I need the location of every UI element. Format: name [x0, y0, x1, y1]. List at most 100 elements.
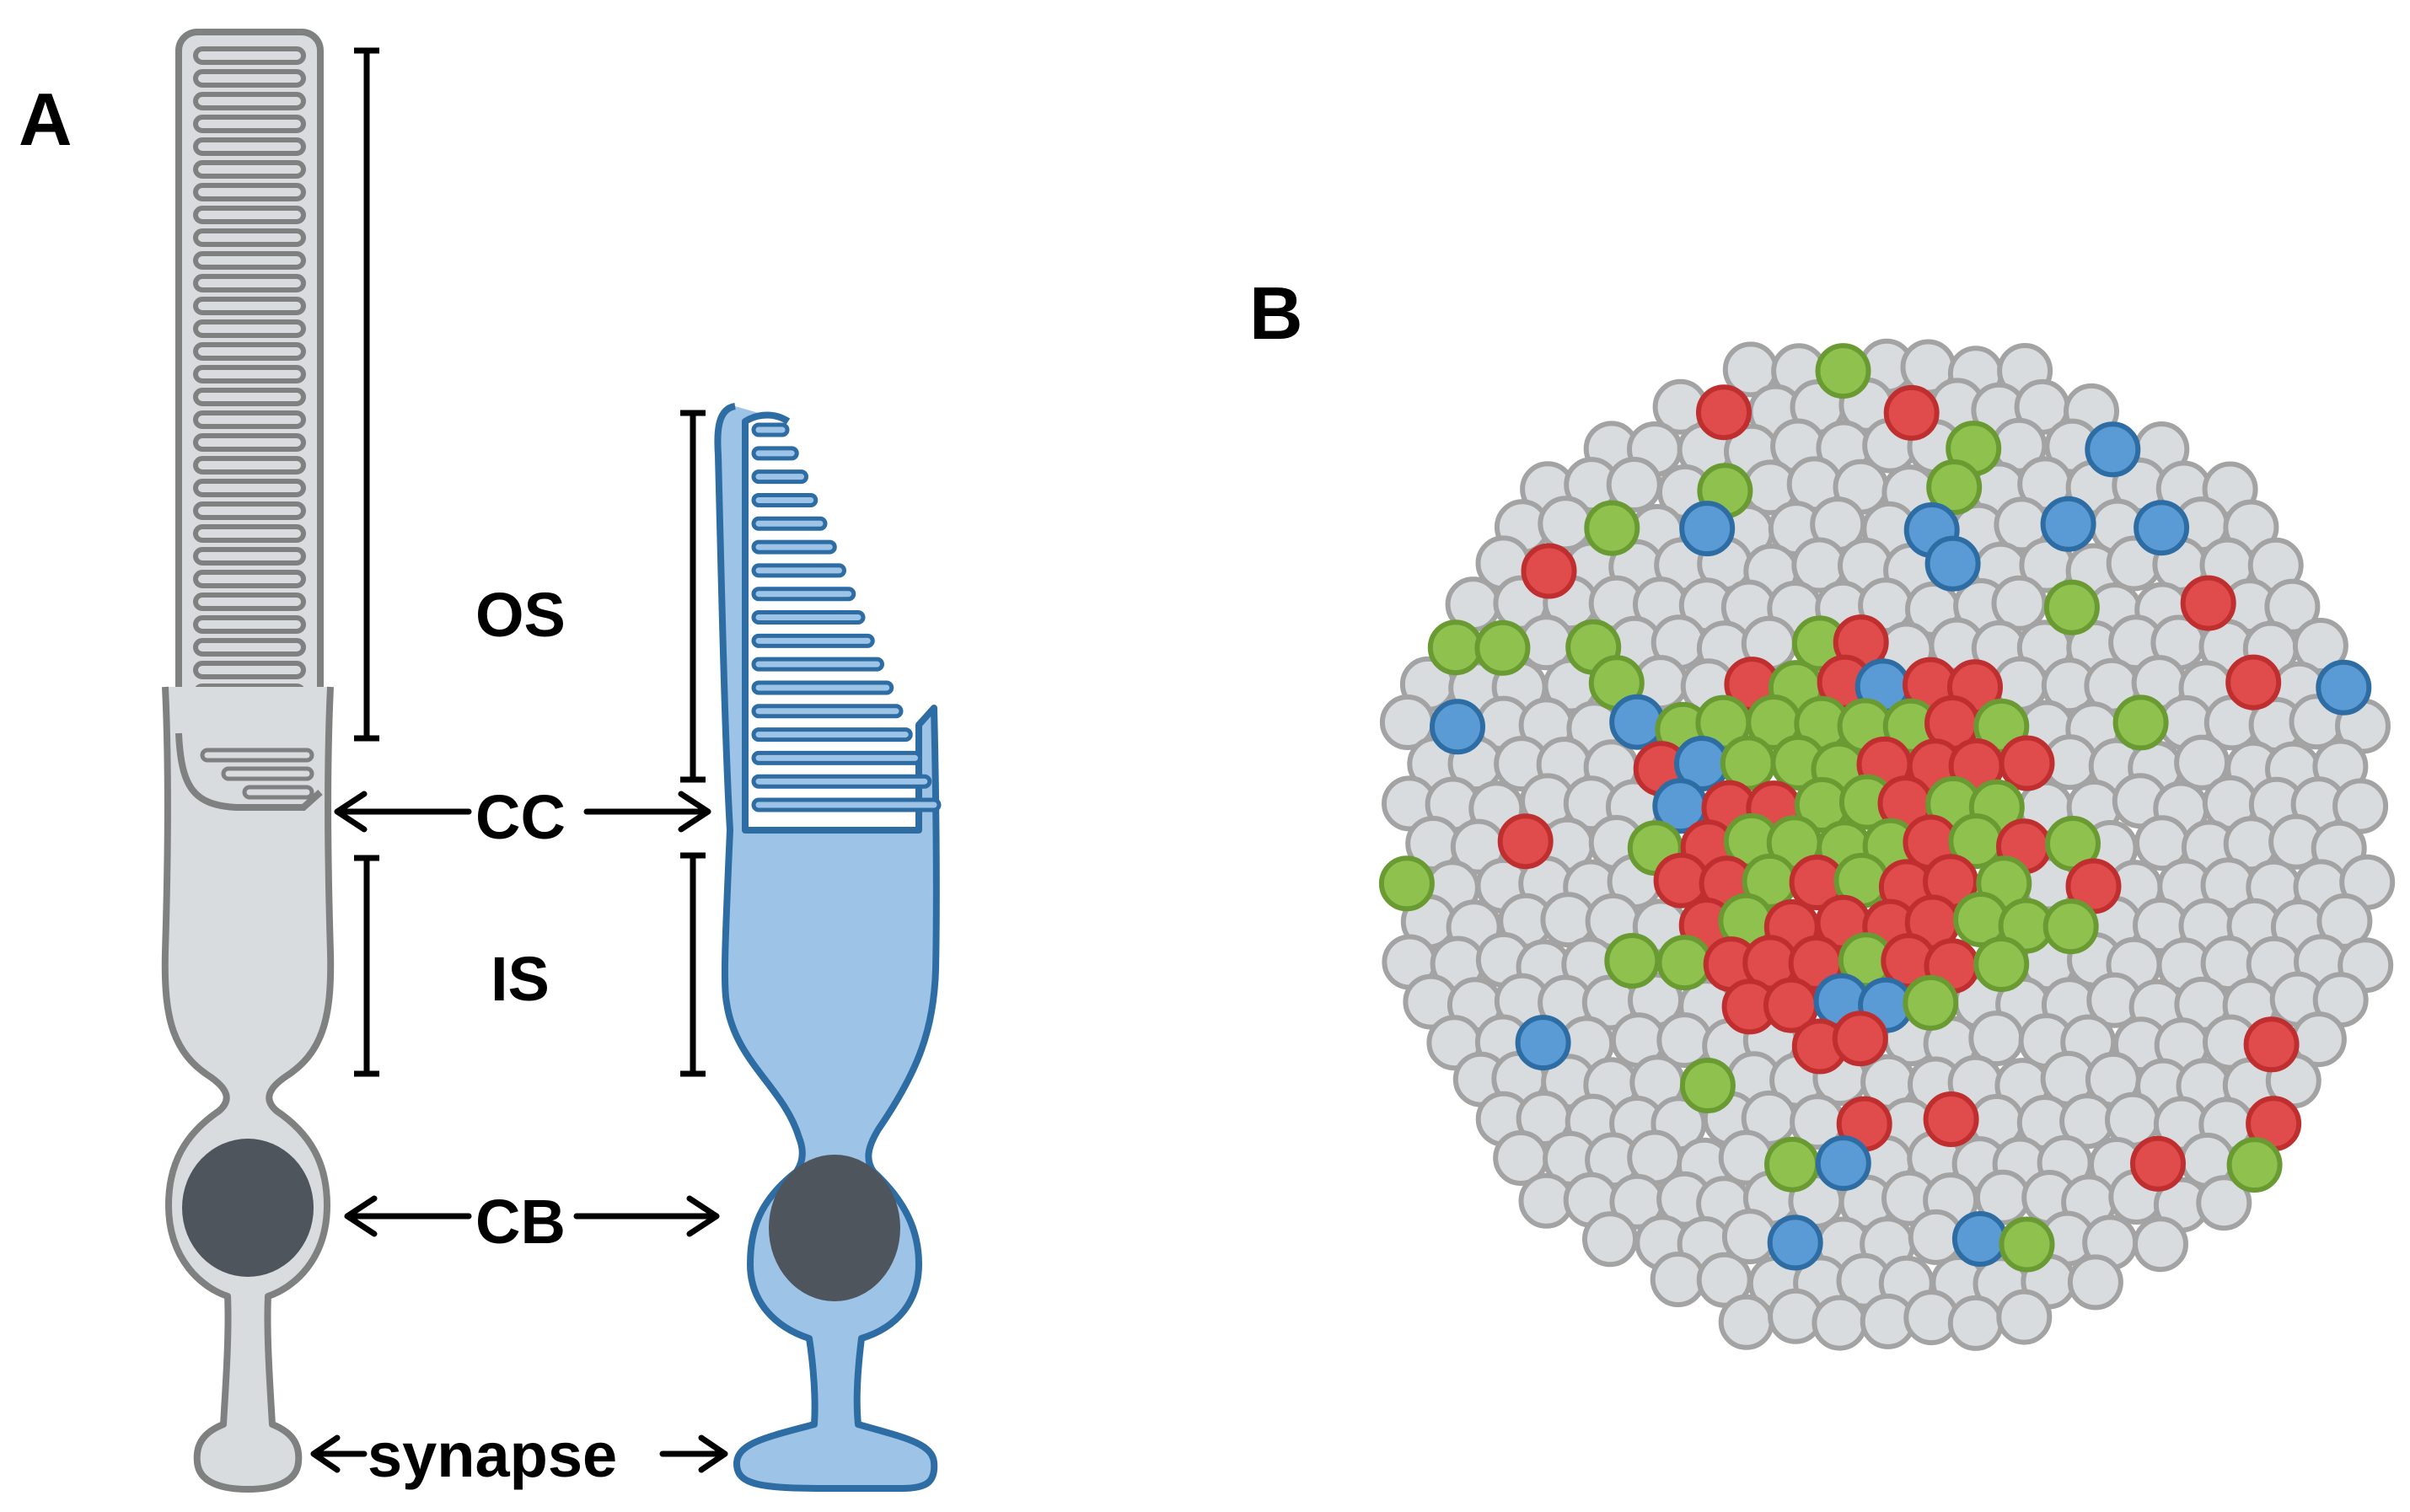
mosaic-green-cone	[1656, 935, 1713, 991]
cone-nucleus	[769, 1155, 900, 1301]
rod-disc	[193, 115, 306, 133]
rod-inner-segment	[161, 686, 335, 1493]
rod-cell	[161, 29, 335, 1493]
mosaic-green-cone	[1474, 619, 1531, 676]
cone-disc	[751, 539, 837, 555]
rod-disc	[193, 592, 306, 611]
mosaic-red-cone	[2225, 654, 2282, 710]
mosaic-green-cone	[2043, 579, 2100, 635]
mosaic-red-cone	[1497, 813, 1554, 870]
cone-disc	[751, 680, 894, 695]
mosaic-blue-cone	[1679, 501, 1736, 557]
rod-cilium-disc	[221, 766, 314, 781]
rod-disc	[193, 570, 306, 588]
rod-disc	[193, 228, 306, 247]
mosaic-rod	[1947, 1295, 2004, 1351]
rod-disc	[193, 297, 306, 315]
rod-disc	[193, 410, 306, 429]
cc-arrow	[334, 791, 711, 833]
rod-disc	[193, 524, 306, 543]
mosaic-blue-cone	[1515, 1015, 1571, 1071]
cone-disc	[751, 469, 808, 485]
cone-disc	[751, 727, 913, 743]
mosaic-green-cone	[1584, 500, 1640, 556]
cone-disc	[751, 492, 819, 507]
mosaic-green-cone	[1378, 855, 1435, 912]
mosaic-rod	[2316, 893, 2373, 949]
mosaic-rod	[2292, 618, 2348, 673]
cone-brackets	[680, 410, 706, 1077]
mosaic-blue-cone	[1951, 1211, 2008, 1267]
mosaic-blue-cone	[2040, 496, 2096, 552]
panel-b-label: B	[1249, 271, 1303, 355]
cone-disc	[751, 610, 866, 625]
rod-discs	[193, 46, 306, 725]
mosaic-rod	[1718, 1294, 1774, 1350]
cone-disc	[751, 704, 904, 719]
cb-label: CB	[475, 1187, 566, 1257]
mosaic-rod	[2067, 1254, 2123, 1311]
mosaic-rod	[2133, 1216, 2188, 1273]
cone-disc	[751, 516, 828, 531]
mosaic-rod	[1582, 1211, 1638, 1268]
mosaic-red-cone	[1521, 543, 1577, 599]
mosaic-red-cone	[1923, 1091, 1979, 1147]
rod-disc	[193, 206, 306, 224]
rod-disc	[193, 433, 306, 452]
mosaic-rod	[2196, 1175, 2252, 1231]
cone-disc	[751, 563, 846, 578]
cb-arrow	[344, 1195, 720, 1237]
cone-disc	[751, 422, 790, 437]
mosaic-green-cone	[1815, 343, 1871, 399]
mosaic-red-cone	[1999, 735, 2055, 791]
cone-cell	[714, 403, 942, 1492]
rod-disc	[193, 160, 306, 179]
mosaic-rod	[1538, 496, 1594, 552]
rod-disc	[193, 92, 306, 110]
photoreceptor-mosaic	[1378, 338, 2396, 1351]
mosaic-red-cone	[2130, 1135, 2186, 1192]
rod-disc	[193, 46, 306, 65]
cone-disc	[751, 750, 922, 765]
rod-os-bracket	[354, 47, 379, 742]
synapse-arrow	[310, 1434, 728, 1473]
mosaic-blue-cone	[2085, 421, 2141, 478]
rod-disc	[193, 661, 306, 679]
is-label: IS	[491, 944, 550, 1014]
cone-disc	[751, 633, 875, 648]
rod-disc	[193, 638, 306, 657]
cone-discs	[751, 422, 942, 812]
rod-nucleus	[182, 1139, 314, 1277]
mosaic-rod	[1996, 1289, 2053, 1345]
mosaic-green-cone	[1973, 936, 2030, 992]
mosaic-red-cone	[1696, 384, 1752, 441]
mosaic-blue-cone	[1767, 1214, 1823, 1271]
rod-disc	[193, 501, 306, 520]
rod-cilium-disc	[200, 748, 314, 763]
cone-disc	[751, 774, 932, 789]
cone-disc	[751, 587, 856, 602]
mosaic-red-cone	[1832, 1011, 1888, 1067]
mosaic-green-cone	[1999, 1216, 2055, 1273]
rod-disc	[193, 183, 306, 201]
mosaic-blue-cone	[1430, 699, 1485, 755]
cone-disc	[751, 657, 884, 672]
mosaic-blue-cone	[2134, 500, 2190, 556]
mosaic-green-cone	[1604, 933, 1661, 989]
mosaic-green-cone	[2042, 898, 2099, 955]
cone-disc	[751, 797, 942, 812]
mosaic-blue-cone	[2316, 659, 2372, 716]
rod-disc	[193, 615, 306, 634]
rod-brackets	[354, 47, 379, 1077]
cone-disc	[751, 446, 799, 461]
mosaic-green-cone	[2112, 694, 2169, 751]
synapse-label: synapse	[368, 1420, 617, 1490]
rod-disc	[193, 479, 306, 497]
mosaic-green-cone	[1427, 619, 1484, 676]
rod-cilium-discs	[200, 748, 314, 800]
rod-cilium-disc	[242, 785, 314, 800]
mosaic-green-cone	[1903, 974, 1959, 1031]
cone-os-bracket	[680, 410, 706, 783]
mosaic-red-cone	[1883, 384, 1940, 441]
